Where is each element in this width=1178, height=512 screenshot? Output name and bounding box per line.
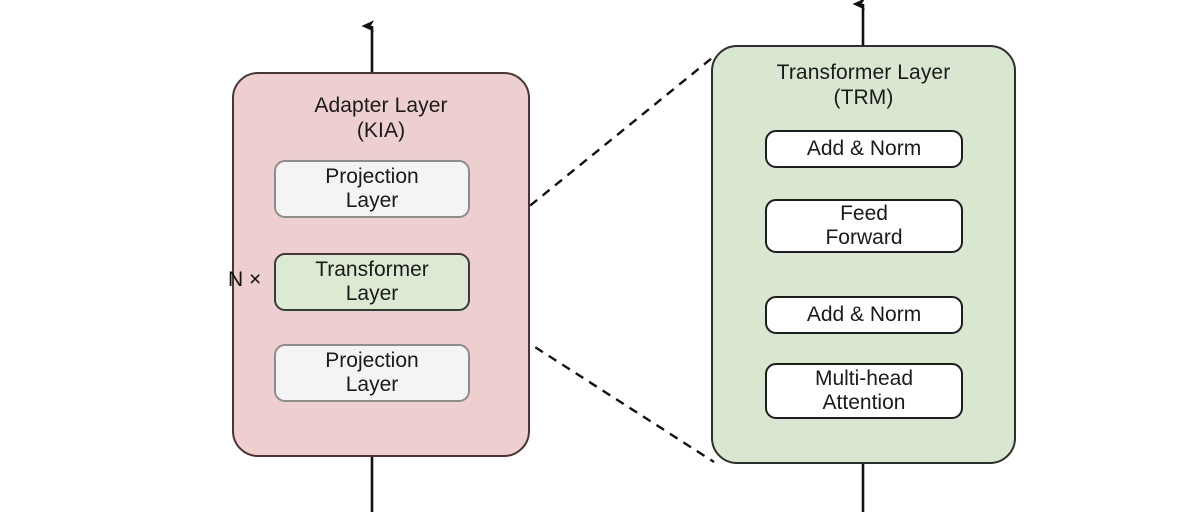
feed-forward-label: Feed Forward <box>825 202 902 251</box>
feed-forward-label-line1: Feed <box>840 201 888 225</box>
projection-layer-bottom-label: Projection Layer <box>325 349 418 398</box>
feed-forward-block[interactable]: Feed Forward <box>765 199 963 253</box>
add-norm-top-block[interactable]: Add & Norm <box>765 130 963 168</box>
trm-panel-title-line1: Transformer Layer <box>776 61 951 84</box>
adapter-panel-title-line1: Adapter Layer <box>314 94 448 117</box>
transformer-layer-label-line2: Layer <box>345 282 399 305</box>
projection-layer-top-label: Projection Layer <box>325 165 418 214</box>
multi-head-attention-label: Multi-head Attention <box>815 367 913 416</box>
projection-layer-top-block[interactable]: Projection Layer <box>274 160 470 218</box>
multi-head-attention-label-line2: Attention <box>822 391 906 414</box>
projection-layer-bottom-block[interactable]: Projection Layer <box>274 344 470 402</box>
projection-layer-top-label-line1: Projection <box>325 164 419 188</box>
repeat-count-label: N × <box>228 268 262 291</box>
add-norm-bottom-label: Add & Norm <box>807 303 921 327</box>
trm-panel-title-line2: (TRM) <box>833 85 894 109</box>
add-norm-top-label-line1: Add & Norm <box>806 136 922 160</box>
add-norm-bottom-label-line1: Add & Norm <box>806 302 922 326</box>
transformer-layer-label-line1: Transformer <box>315 257 429 281</box>
multi-head-attention-block[interactable]: Multi-head Attention <box>765 363 963 419</box>
projection-layer-bottom-label-line2: Layer <box>345 373 399 396</box>
transformer-layer-label: Transformer Layer <box>315 258 429 307</box>
add-norm-top-label: Add & Norm <box>807 137 921 161</box>
adapter-panel-title: Adapter Layer (KIA) <box>234 94 528 144</box>
adapter-panel-title-line2: (KIA) <box>356 118 406 142</box>
projection-layer-top-label-line2: Layer <box>345 189 399 212</box>
projection-layer-bottom-label-line1: Projection <box>325 348 419 372</box>
add-norm-bottom-block[interactable]: Add & Norm <box>765 296 963 334</box>
trm-panel-title: Transformer Layer (TRM) <box>713 61 1014 111</box>
multi-head-attention-label-line1: Multi-head <box>814 366 914 390</box>
transformer-layer-block[interactable]: Transformer Layer <box>274 253 470 311</box>
feed-forward-label-line2: Forward <box>825 226 903 249</box>
